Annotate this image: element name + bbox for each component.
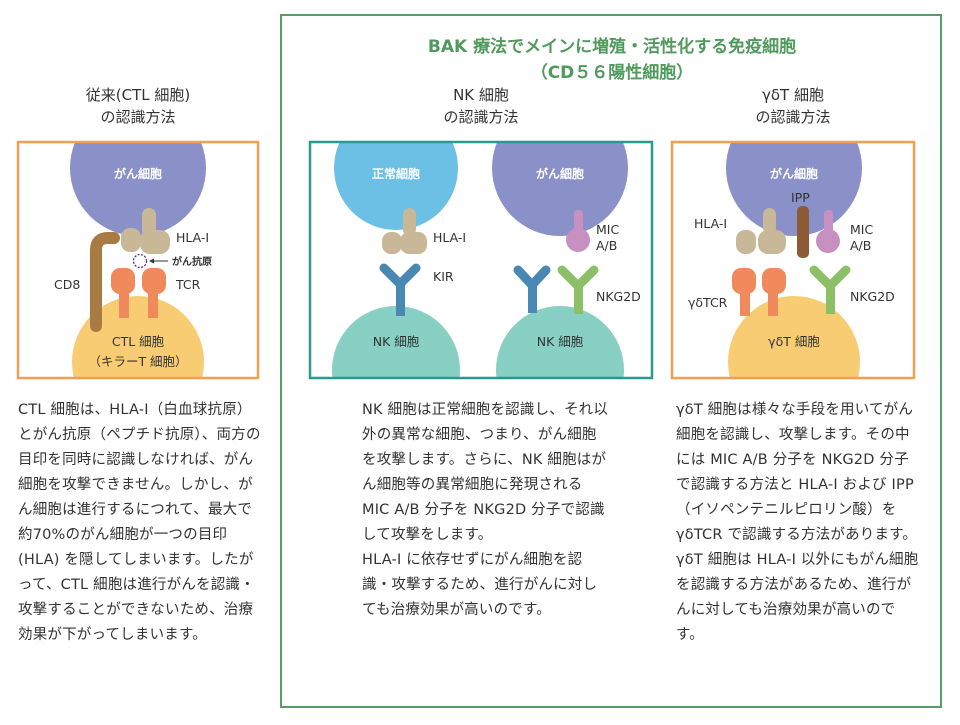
gd-mic-label-1: MIC: [850, 222, 873, 237]
gd-panel-frame: [670, 140, 916, 380]
ctl-ctl-cell: [72, 296, 204, 378]
nk-kir-label: KIR: [433, 269, 454, 284]
nk-normal-label: 正常細胞: [372, 166, 420, 181]
nk-diagram: 正常細胞 がん細胞 HLA-I KIR MIC A/B NKG2D NK 細胞 …: [308, 140, 654, 380]
gd-description-p1: γδT 細胞は様々な手段を用いてがん細胞を認識し、攻撃します。その中には MIC…: [676, 402, 918, 543]
ctl-antigen-mark: [132, 253, 148, 269]
nk-hla-molecule: [382, 208, 427, 254]
nk-cell-label-right: NK 細胞: [537, 334, 584, 349]
gd-mic-molecule: [816, 210, 840, 253]
ctl-hla-molecule: [121, 208, 170, 254]
nk-cancer-cell: [492, 142, 628, 236]
nk-nk-cell-left: [332, 306, 460, 378]
nk-description-p1: NK 細胞は正常細胞を認識し、それ以外の異常な細胞、つまり、がん細胞を攻撃します…: [362, 402, 609, 543]
gd-nkg2d-stem: [826, 284, 835, 314]
nk-nkg2d-molecule: [557, 265, 599, 291]
gd-mic-label-2: A/B: [850, 238, 871, 253]
gd-ipp-molecule: [797, 206, 809, 258]
ctl-cell-label-1: CTL 細胞: [112, 334, 165, 349]
ctl-column-title: 従来(CTL 細胞) の認識方法: [18, 84, 258, 128]
nk-kir-stem: [396, 282, 405, 316]
nk-normal-cell: [334, 142, 458, 230]
gd-gdt-cell: [728, 296, 860, 378]
nk-nkg2d-label: NKG2D: [596, 289, 641, 304]
bak-heading-line1: BAK 療法でメインに増殖・活性化する免疫細胞: [427, 37, 797, 57]
gd-cancer-cell: [726, 142, 862, 236]
ctl-cell-label-2: （キラーT 細胞）: [88, 354, 187, 369]
nk-nkg2d-stem: [574, 284, 583, 314]
bak-heading-line2: （CD５６陽性細胞）: [530, 63, 694, 83]
gd-column-title: γδT 細胞 の認識方法: [672, 84, 914, 128]
bak-section-frame: [280, 14, 942, 708]
nk-title-line2: の認識方法: [443, 108, 519, 126]
gd-ipp-label: IPP: [791, 190, 810, 205]
nk-kir-stem-right: [528, 283, 537, 313]
ctl-cd8-molecule: [90, 232, 120, 332]
ctl-antigen-arrowhead: [149, 258, 154, 264]
ctl-tcr-molecule: [111, 268, 166, 318]
ctl-hla-label: HLA-I: [176, 230, 209, 245]
ctl-title-line1: 従来(CTL 細胞): [85, 86, 191, 104]
gd-nkg2d-label: NKG2D: [850, 289, 895, 304]
gd-nkg2d-molecule: [809, 265, 851, 291]
nk-column-title: NK 細胞 の認識方法: [310, 84, 652, 128]
nk-panel-frame: [308, 140, 654, 380]
nk-mic-label-1: MIC: [596, 222, 619, 237]
nk-mic-label-2: A/B: [596, 238, 617, 253]
nk-description-p2: HLA-I に依存せずにがん細胞を認識・攻撃するため、進行がんに対しても治療効果…: [362, 552, 598, 618]
gd-description: γδT 細胞は様々な手段を用いてがん細胞を認識し、攻撃します。その中には MIC…: [676, 398, 920, 648]
nk-nk-cell-right: [496, 306, 624, 378]
gd-title-line1: γδT 細胞: [762, 86, 824, 104]
nk-title-line1: NK 細胞: [453, 86, 509, 104]
gd-cell-label: γδT 細胞: [768, 334, 820, 349]
gd-gdtcr-label: γδTCR: [688, 295, 728, 310]
ctl-description-text: CTL 細胞は、HLA-I（白血球抗原）とがん抗原（ペプチド抗原）、両方の目印を…: [18, 402, 261, 643]
gd-title-line2: の認識方法: [755, 108, 831, 126]
ctl-tcr-label: TCR: [175, 277, 201, 292]
ctl-panel-frame: [16, 140, 260, 380]
ctl-diagram: がん細胞 HLA-I がん抗原 TCR CD8 CTL 細胞 （キラーT 細胞）: [16, 140, 260, 380]
ctl-cancer-label: がん細胞: [114, 166, 162, 181]
ctl-cd8-label: CD8: [54, 277, 80, 292]
nk-mic-molecule: [566, 210, 590, 252]
nk-cell-label-left: NK 細胞: [373, 334, 420, 349]
gd-diagram: がん細胞 HLA-I IPP MIC A/B γδTCR NKG2D γδT 細…: [670, 140, 916, 380]
gd-hla-molecule: [736, 208, 786, 254]
gd-hla-label: HLA-I: [694, 216, 727, 231]
ctl-title-line2: の認識方法: [100, 108, 176, 126]
nk-kir-molecule-right: [513, 265, 551, 290]
gd-cancer-label: がん細胞: [770, 166, 818, 181]
gd-description-p2: γδT 細胞は HLA-I 以外にもがん細胞を認識する方法があるため、進行がんに…: [676, 552, 919, 643]
nk-hla-label: HLA-I: [433, 230, 466, 245]
ctl-cancer-cell: [70, 142, 206, 236]
nk-cancer-label: がん細胞: [536, 166, 584, 181]
nk-description: NK 細胞は正常細胞を認識し、それ以外の異常な細胞、つまり、がん細胞を攻撃します…: [362, 398, 610, 623]
ctl-description: CTL 細胞は、HLA-I（白血球抗原）とがん抗原（ペプチド抗原）、両方の目印を…: [18, 398, 262, 648]
gd-gdtcr-molecule: [732, 268, 786, 316]
ctl-antigen-label: がん抗原: [172, 255, 212, 268]
nk-kir-molecule: [379, 263, 421, 289]
